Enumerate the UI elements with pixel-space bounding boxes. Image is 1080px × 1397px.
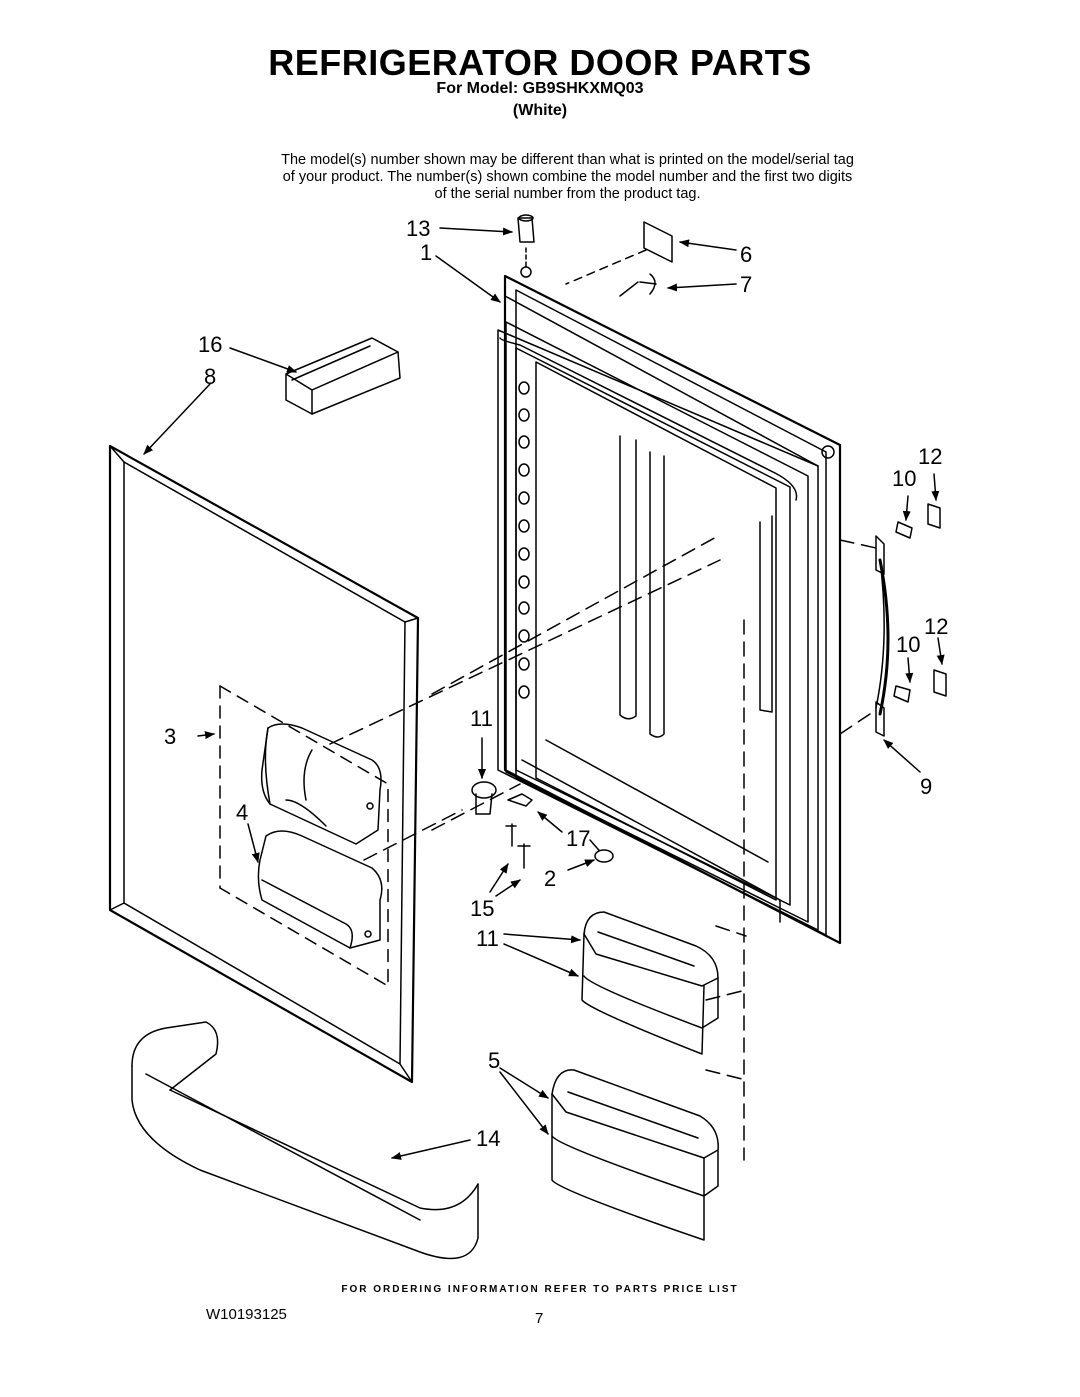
hinge-bushing-part: [517, 214, 535, 278]
callout-10: 10: [892, 466, 916, 491]
page-number: 7: [535, 1310, 544, 1327]
callout-14: 14: [476, 1126, 500, 1151]
callout-12: 12: [918, 444, 942, 469]
document-number: W10193125: [206, 1306, 287, 1323]
door-bin-part: [551, 1069, 719, 1241]
model-variant: (White): [512, 102, 568, 119]
callout-11: 11: [476, 926, 499, 951]
callout-12: 12: [924, 614, 948, 639]
callout-16: 16: [198, 332, 222, 357]
callout-leaders: [143, 227, 945, 1160]
callout-6: 6: [740, 242, 752, 267]
upper-bin-part: [285, 337, 401, 415]
callout-8: 8: [204, 364, 216, 389]
callout-10: 10: [896, 632, 920, 657]
callout-5: 5: [488, 1048, 500, 1073]
dispenser-module: [219, 685, 389, 987]
lower-hardware-parts: [471, 781, 614, 869]
callout-17: 17: [566, 826, 590, 851]
callout-13: 13: [406, 216, 430, 241]
ordering-note: FOR ORDERING INFORMATION REFER TO PARTS …: [341, 1284, 739, 1295]
door-liner-part: [497, 274, 842, 945]
door-handle-part: [875, 503, 947, 737]
alignment-lines: [329, 535, 877, 1161]
page-title: REFRIGERATOR DOOR PARTS: [268, 42, 812, 83]
callout-3: 3: [164, 724, 176, 749]
callout-11: 11: [470, 706, 493, 731]
callout-15: 15: [470, 896, 494, 921]
model-number: For Model: GB9SHKXMQ03: [436, 80, 644, 97]
door-bin-part: [581, 911, 719, 1055]
bottom-bin-part: [131, 1021, 479, 1260]
door-panel-part: [108, 444, 420, 1084]
callout-4: 4: [236, 800, 248, 825]
disclaimer-text: The model(s) number shown may be differe…: [281, 152, 854, 202]
callout-1: 1: [420, 240, 432, 265]
shelf-pegs: [518, 381, 530, 699]
callout-9: 9: [920, 774, 932, 799]
plug-and-screw-parts: [565, 221, 673, 297]
callout-7: 7: [740, 272, 752, 297]
callout-2: 2: [544, 866, 556, 891]
